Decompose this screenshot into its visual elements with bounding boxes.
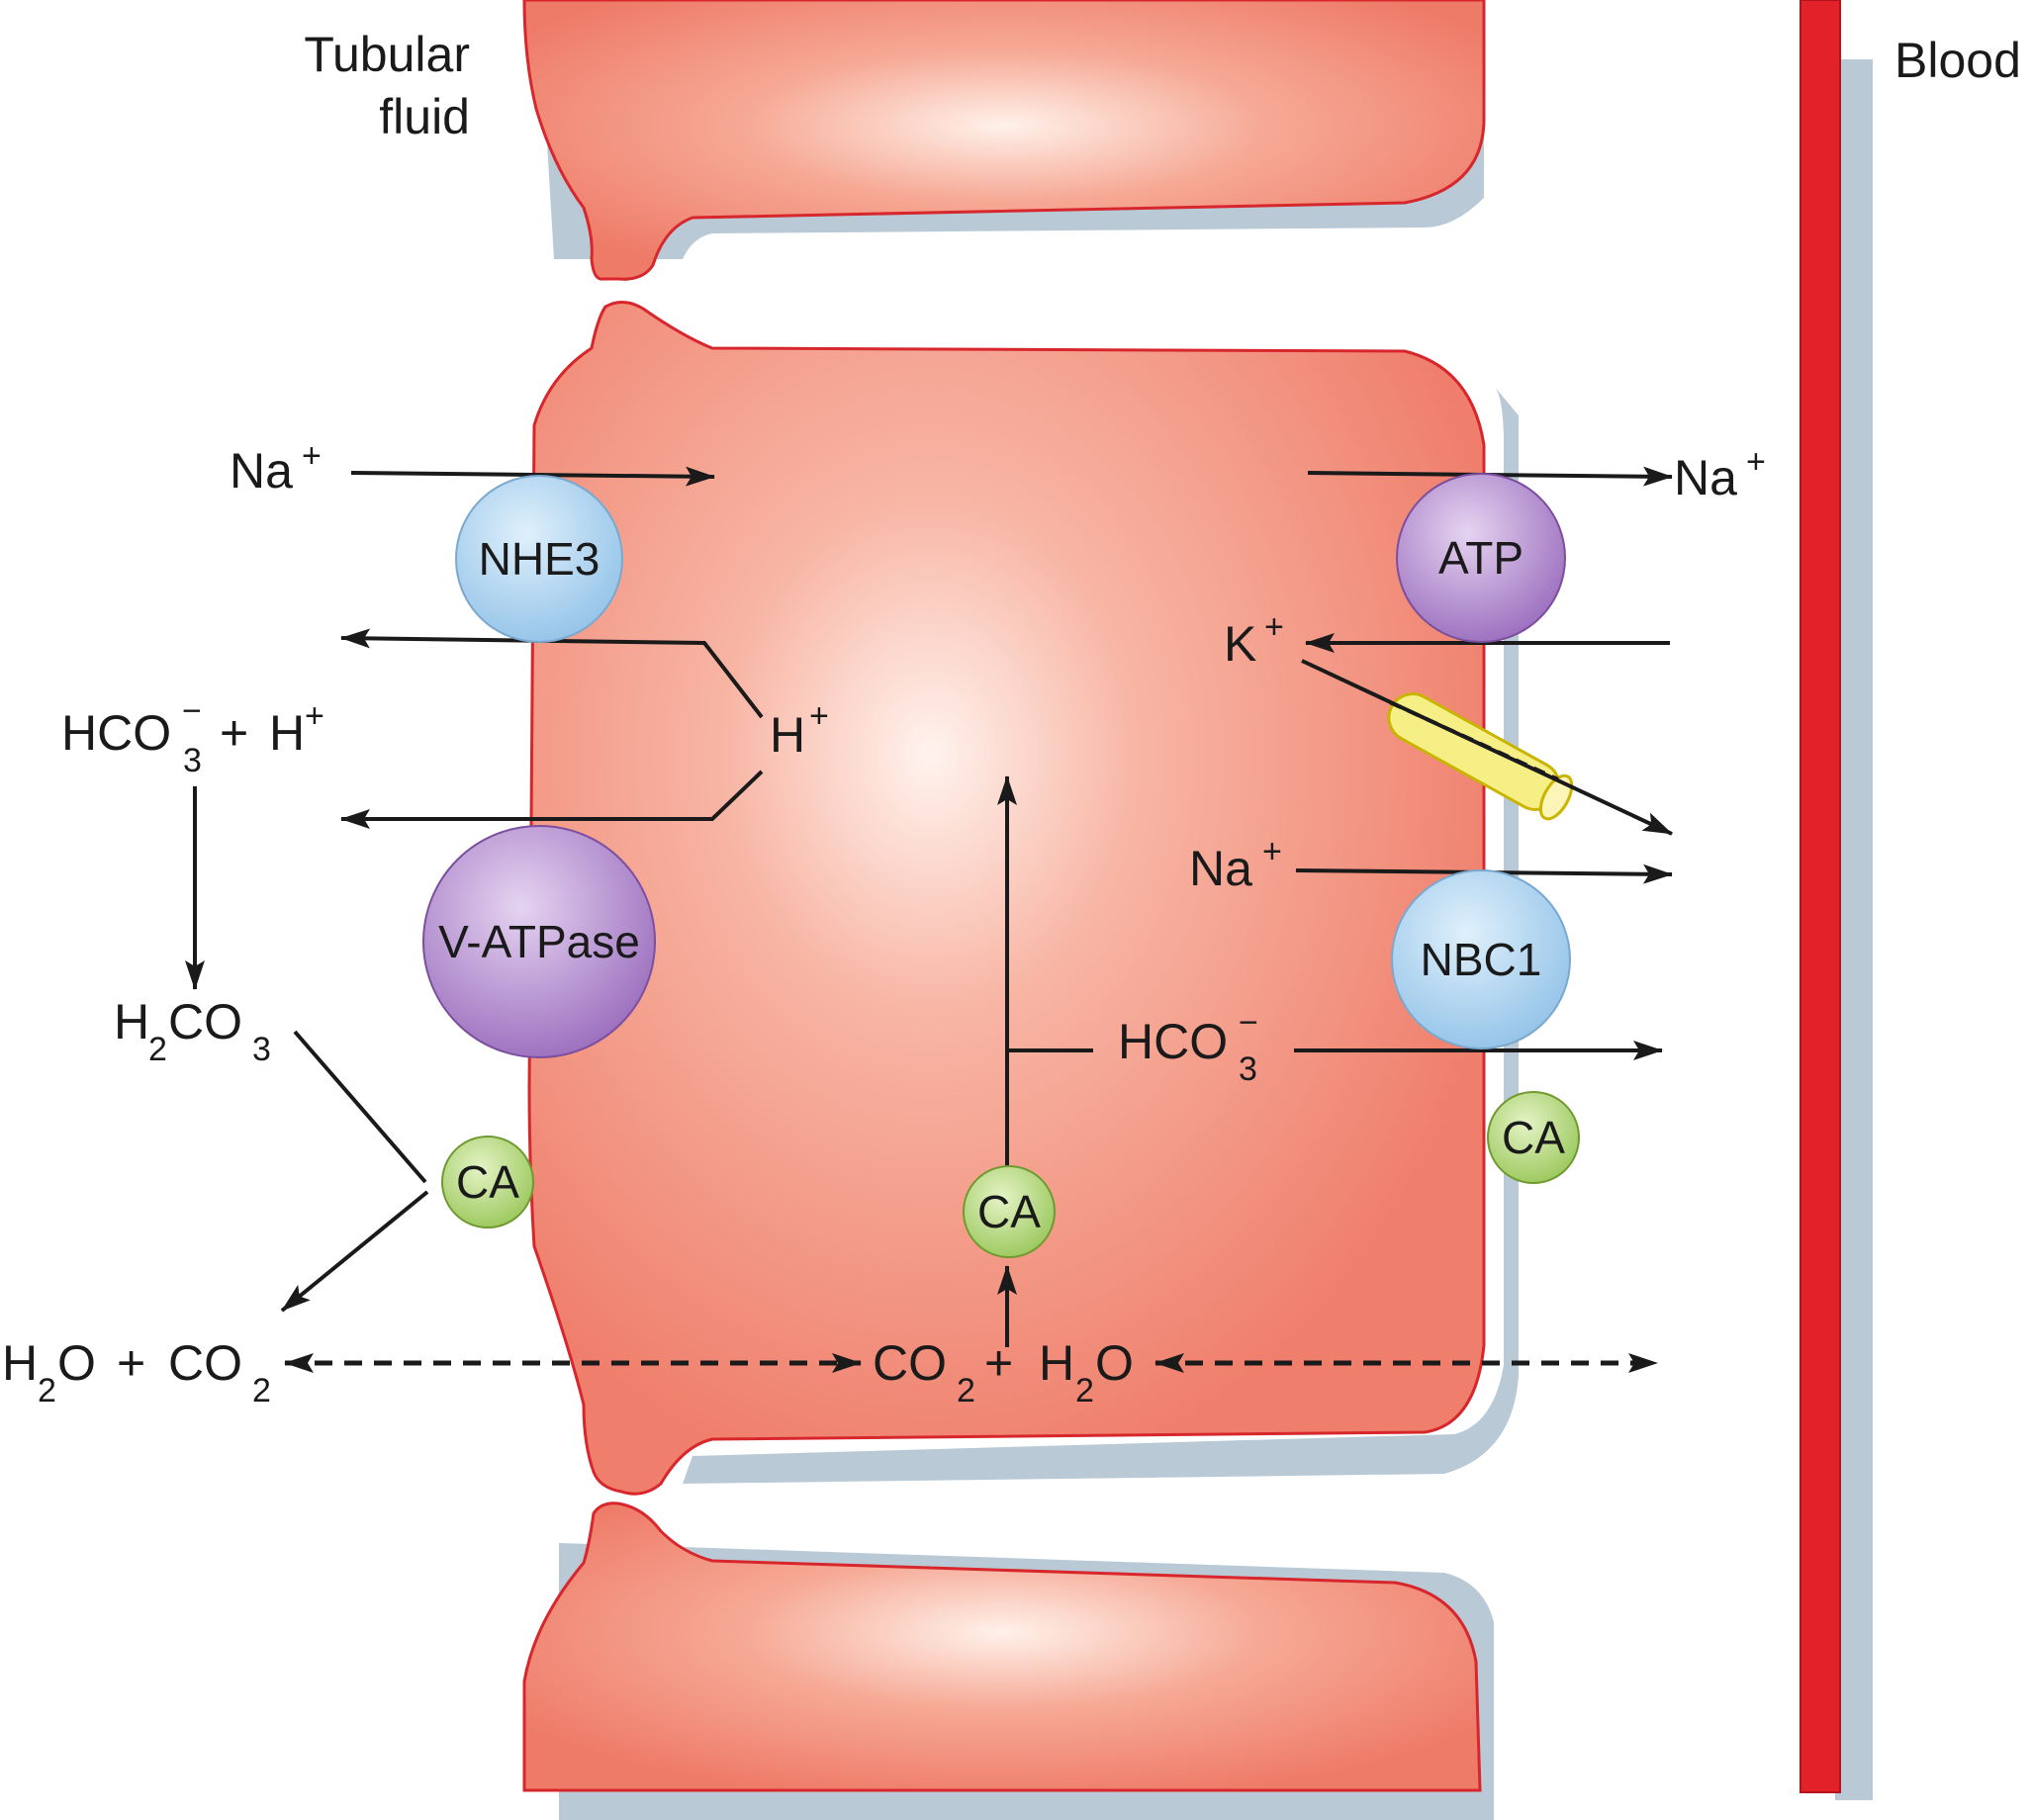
ca-to-h2o-co2-arrow: [280, 1190, 429, 1313]
vatpase-pump: V-ATPase: [422, 825, 656, 1058]
basolateral-na-label: Na +: [1674, 443, 1766, 505]
luminal-hco3-h-label: HCO 3 − + H +: [61, 692, 324, 779]
luminal-na-label: Na +: [230, 437, 322, 499]
svg-text:+: +: [1262, 833, 1282, 870]
svg-text:O: O: [1095, 1335, 1134, 1391]
k-channel: [1301, 659, 1673, 836]
svg-text:+: +: [302, 437, 322, 475]
svg-text:CA: CA: [977, 1186, 1041, 1237]
svg-text:+: +: [117, 1335, 145, 1391]
svg-text:+: +: [809, 697, 829, 735]
intracellular-hco3-label: HCO 3 −: [1118, 1004, 1258, 1088]
svg-text:2: 2: [1075, 1372, 1094, 1410]
svg-text:+: +: [220, 705, 248, 761]
nhe3-transporter: NHE3: [455, 475, 623, 643]
h-secretion-vatpase-arrow: [340, 770, 764, 829]
svg-text:NBC1: NBC1: [1421, 934, 1542, 985]
svg-text:2: 2: [252, 1372, 271, 1410]
luminal-h2o-co2-label: H 2 O + CO 2: [2, 1335, 271, 1410]
lumen-label-line2: fluid: [379, 89, 470, 144]
svg-text:2: 2: [957, 1372, 975, 1410]
blood-capillary-wall: [1800, 0, 1841, 1793]
lumen-label-line1: Tubular: [304, 27, 470, 82]
carbonic-anhydrase-luminal: CA: [441, 1136, 534, 1228]
svg-text:CO: CO: [168, 1335, 242, 1391]
intracellular-h-label: H +: [770, 697, 829, 763]
h2co3-to-ca-line: [293, 1030, 427, 1184]
svg-text:CA: CA: [456, 1156, 519, 1208]
k-label: K +: [1224, 608, 1284, 672]
svg-text:2: 2: [148, 1031, 167, 1068]
svg-text:NHE3: NHE3: [479, 533, 600, 585]
blood-label: Blood: [1894, 33, 2021, 88]
svg-text:−: −: [182, 692, 202, 730]
svg-text:+: +: [984, 1335, 1013, 1391]
svg-text:H: H: [1039, 1335, 1074, 1391]
svg-text:H: H: [269, 705, 305, 761]
svg-text:2: 2: [38, 1372, 56, 1410]
carbonic-anhydrase-basolateral: CA: [1487, 1091, 1580, 1184]
svg-text:3: 3: [1239, 1050, 1257, 1088]
intracellular-co2-h2o-label: CO 2 + H 2 O: [873, 1335, 1134, 1410]
svg-text:ATP: ATP: [1438, 532, 1523, 584]
svg-text:−: −: [1239, 1004, 1258, 1042]
top-epithelial-cell: [522, 0, 1486, 281]
svg-text:Na: Na: [230, 443, 293, 499]
svg-text:H: H: [2, 1335, 38, 1391]
svg-text:HCO: HCO: [1118, 1014, 1228, 1069]
carbonic-anhydrase-intracellular: CA: [963, 1165, 1056, 1258]
nbc1-transporter: NBC1: [1391, 869, 1571, 1049]
svg-text:HCO: HCO: [61, 705, 171, 761]
na-entry-arrow: [350, 466, 715, 487]
bottom-epithelial-cell: [522, 1502, 1482, 1792]
nbc1-na-label: Na +: [1189, 833, 1282, 896]
svg-text:V-ATPase: V-ATPase: [438, 916, 640, 967]
svg-text:CA: CA: [1502, 1112, 1565, 1163]
svg-text:CO: CO: [168, 994, 242, 1049]
svg-text:+: +: [305, 697, 324, 735]
svg-text:O: O: [57, 1335, 96, 1391]
svg-text:K: K: [1224, 616, 1256, 672]
h-secretion-nhe3-arrow: [340, 628, 764, 719]
atp-pump: ATP: [1396, 473, 1566, 643]
svg-text:H: H: [114, 994, 149, 1049]
luminal-h2co3-label: H 2 CO 3: [114, 994, 271, 1068]
svg-text:H: H: [770, 707, 805, 763]
svg-text:Na: Na: [1674, 450, 1737, 505]
transport-arrows: [185, 466, 1673, 1347]
svg-text:+: +: [1746, 443, 1766, 481]
svg-text:3: 3: [183, 742, 202, 779]
svg-text:CO: CO: [873, 1335, 947, 1391]
svg-text:3: 3: [252, 1031, 271, 1068]
svg-text:Na: Na: [1189, 841, 1252, 896]
svg-text:+: +: [1264, 608, 1284, 646]
